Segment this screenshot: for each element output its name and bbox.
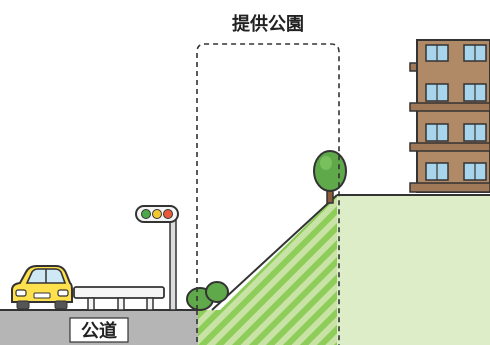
apartment-building-icon: [409, 39, 490, 193]
road-label: 公道: [81, 320, 117, 342]
slope-edge: [211, 194, 338, 311]
guardrail-icon: [73, 286, 165, 311]
park-title: 提供公園: [232, 13, 304, 35]
provided-park-area: [198, 195, 337, 345]
park-boundary-bracket: [196, 43, 340, 345]
road-label-box: 公道: [69, 317, 129, 343]
tree-icon: [313, 150, 347, 204]
terrace-lawn: [337, 195, 490, 345]
bush-icon: [186, 281, 229, 311]
car-icon: [11, 265, 73, 310]
traffic-light-icon: [135, 205, 179, 311]
